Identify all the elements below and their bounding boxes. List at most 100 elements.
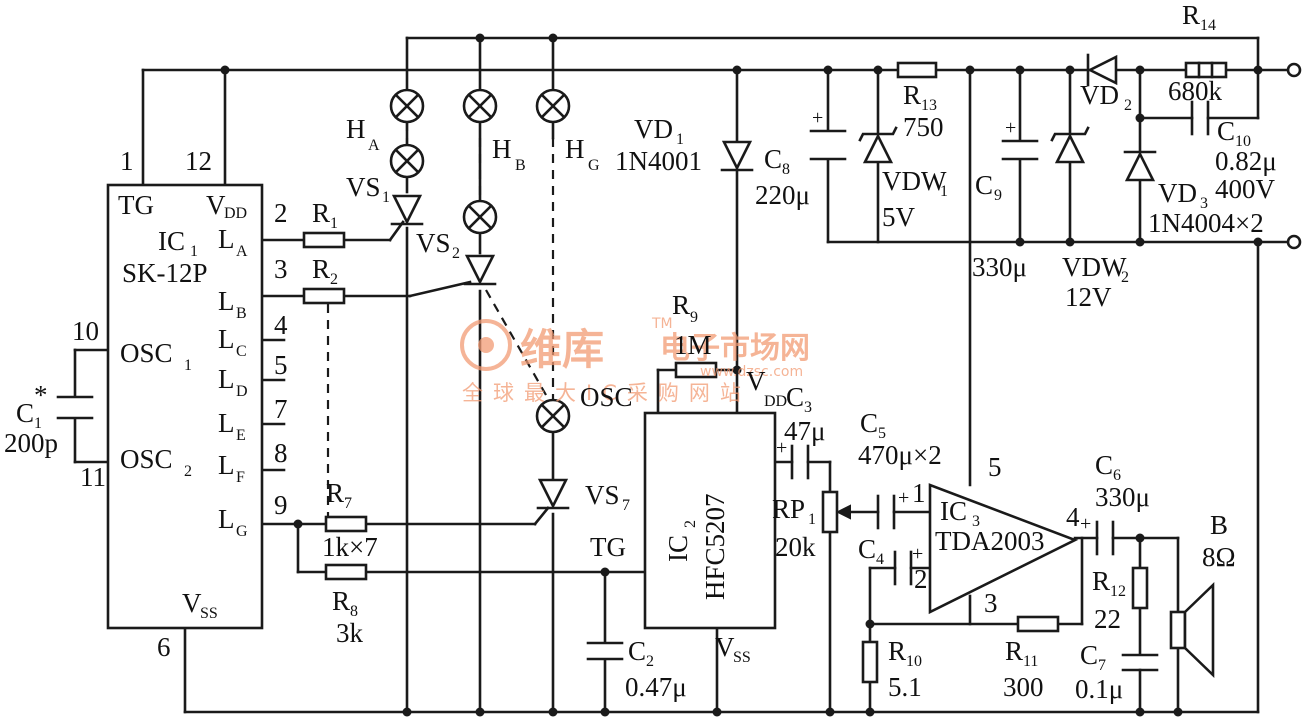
svg-text:SS: SS (200, 605, 218, 622)
dashed-coupling-lines (326, 90, 555, 516)
svg-text:2: 2 (184, 463, 192, 480)
resistor-r12 (1131, 566, 1149, 610)
lamps (389, 88, 571, 434)
zener-diodes (858, 126, 1090, 164)
label-osc1: OSC (120, 338, 173, 368)
svg-text:12: 12 (1110, 583, 1126, 600)
lamp-hb-upper (462, 88, 498, 124)
label-ic3-pin1: 1 (912, 478, 926, 508)
watermark-url: www.dzsc.com (700, 364, 803, 380)
svg-text:1: 1 (184, 357, 192, 374)
svg-text:G: G (236, 523, 248, 540)
resistor-r11 (1016, 615, 1060, 633)
label-c10-voltage: 400V (1215, 174, 1276, 204)
label-c1: C (16, 398, 34, 428)
label-r10: R (888, 636, 906, 666)
capacitor-c2 (586, 641, 624, 661)
svg-text:1: 1 (676, 131, 684, 148)
thyristor-vs7 (536, 478, 570, 510)
svg-text:7: 7 (1098, 657, 1106, 674)
label-lf: L (218, 450, 235, 480)
label-c7: C (1080, 640, 1098, 670)
resistor-r13 (896, 61, 938, 79)
capacitor-c5 (876, 494, 896, 530)
label-pin2: 2 (274, 198, 288, 228)
lamp-hb-lower (462, 199, 498, 235)
label-c9: C (975, 170, 993, 200)
label-tg2: TG (590, 532, 626, 562)
capacitor-c10 (1190, 100, 1210, 136)
ic2-hfc5207 (643, 411, 777, 630)
label-ic3-pin2: 2 (914, 564, 928, 594)
label-c8: C (764, 144, 782, 174)
thyristors (390, 194, 570, 510)
svg-text:1: 1 (34, 415, 42, 432)
watermark-tm: TM (651, 316, 673, 332)
label-hg: H (565, 134, 585, 164)
label-osc2: OSC (120, 444, 173, 474)
svg-text:2: 2 (1124, 97, 1132, 114)
svg-text:2: 2 (682, 520, 699, 528)
label-la: L (218, 224, 235, 254)
watermark-brand: 维库 (520, 325, 604, 374)
label-rp1-value: 20k (775, 532, 816, 562)
svg-text:1: 1 (808, 511, 816, 528)
zener-vdw2 (1050, 126, 1090, 164)
component-labels: R 14 680k R 13 750 VD 1 1N4001 C 8 220μ … (4, 0, 1277, 704)
svg-text:3: 3 (972, 513, 980, 530)
label-ic1-tg: TG (118, 190, 154, 220)
diode-vd1 (720, 140, 754, 172)
label-ic2: IC (663, 535, 693, 562)
label-le: L (218, 408, 235, 438)
svg-text:A: A (368, 137, 380, 154)
label-vd2: VD (1080, 80, 1119, 110)
svg-text:7: 7 (344, 495, 352, 512)
potentiometer-rp1 (821, 490, 839, 534)
thyristor-vs1 (390, 194, 424, 226)
label-c7-value: 0.1μ (1075, 674, 1123, 704)
svg-text:5: 5 (878, 425, 886, 442)
svg-text:C: C (236, 343, 247, 360)
c8-plus: + (812, 107, 823, 129)
c4-plus: + (912, 543, 923, 565)
ic1-sk12p (106, 183, 264, 630)
label-r9-value: 1M (674, 330, 712, 360)
label-vd3: VD (1158, 178, 1197, 208)
svg-text:4: 4 (876, 551, 884, 568)
c5-plus: + (898, 487, 909, 509)
label-c1-star: * (34, 380, 48, 410)
label-c5-value: 470μ×2 (858, 440, 942, 470)
label-c3-value: 47μ (784, 416, 825, 446)
wires (73, 36, 1292, 714)
terminal-bottom (1286, 234, 1302, 250)
resistor-r14 (1184, 61, 1228, 79)
label-r7-value: 1k×7 (322, 532, 378, 562)
c3-plus: + (776, 437, 787, 459)
label-r8: R (332, 586, 350, 616)
label-pin9: 9 (274, 490, 288, 520)
lamp-ha-upper (389, 88, 425, 124)
watermark-slogan: 全球最大IC采购网站 (462, 381, 751, 405)
label-ic2-part: HFC5207 (700, 493, 730, 600)
label-r13-value: 750 (903, 112, 944, 142)
label-c10: C (1217, 116, 1235, 146)
label-r12: R (1092, 566, 1110, 596)
label-ic3: IC (940, 496, 967, 526)
label-pin5: 5 (274, 350, 288, 380)
capacitor-c7 (1121, 653, 1159, 672)
capacitors (56, 100, 1210, 672)
svg-text:14: 14 (1200, 17, 1216, 34)
svg-text:8: 8 (782, 161, 790, 178)
svg-text:B: B (515, 157, 526, 174)
label-r8-value: 3k (336, 618, 364, 648)
label-vss2: V (715, 632, 735, 662)
label-r14-value: 680k (1168, 76, 1223, 106)
svg-text:1: 1 (940, 183, 948, 200)
label-r11: R (1005, 636, 1023, 666)
c9-plus: + (1005, 117, 1016, 139)
label-ic1-part: SK-12P (122, 258, 208, 288)
label-hb: H (492, 134, 512, 164)
label-c9-value: 330μ (972, 252, 1027, 282)
label-vdw1: VDW (882, 166, 947, 196)
svg-text:E: E (236, 427, 246, 444)
